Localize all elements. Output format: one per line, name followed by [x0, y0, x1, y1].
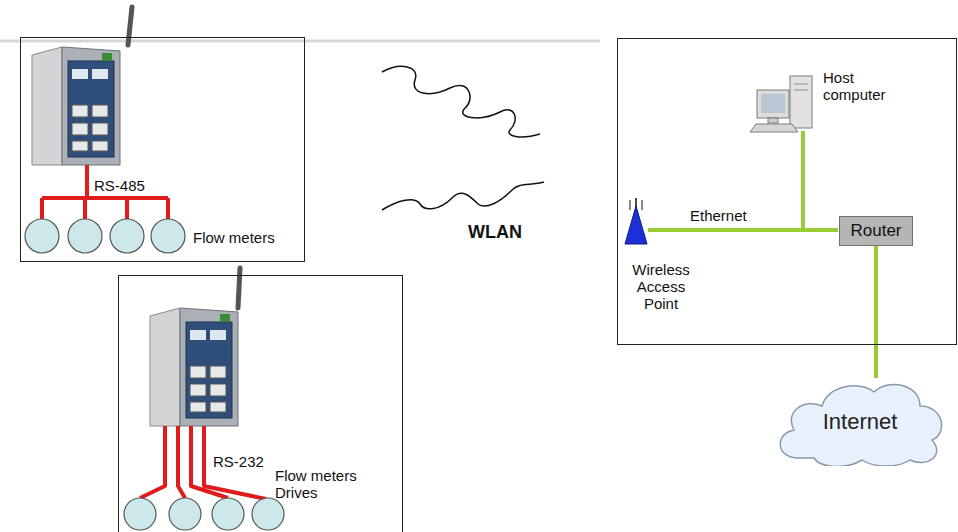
rs232-lines	[140, 426, 266, 499]
device-panel: RS-232Flow meters Drives	[118, 275, 403, 532]
network-label: WLAN	[468, 222, 522, 243]
device-panel: RS-485Flow meters	[20, 37, 305, 262]
icon-label: Host computer	[823, 69, 903, 103]
device-server	[150, 268, 240, 426]
device-label: Flow meters Drives	[275, 467, 365, 501]
network-cable	[648, 131, 838, 230]
flow-meter	[25, 219, 185, 253]
cable-label: Ethernet	[690, 207, 747, 224]
bus-label: RS-485	[94, 177, 145, 194]
control-room-panel: Host computerWireless Access Point Router	[617, 38, 957, 345]
icon-label: Wireless Access Point	[621, 261, 701, 312]
bus-label: RS-232	[213, 453, 264, 470]
network-cable	[874, 246, 878, 378]
access-point-icon	[625, 198, 647, 244]
internet-cloud: Internet	[770, 378, 950, 466]
device-label: Flow meters	[193, 229, 283, 246]
decor-line	[0, 40, 600, 43]
router-box: Router	[839, 216, 913, 246]
flow-meter	[124, 498, 284, 530]
wlan-wave	[382, 66, 544, 210]
computer-icon	[750, 76, 812, 132]
cloud-label: Internet	[823, 409, 898, 435]
rs485-bus	[42, 165, 168, 219]
device-server	[32, 7, 132, 165]
box-label: Router	[850, 221, 901, 241]
